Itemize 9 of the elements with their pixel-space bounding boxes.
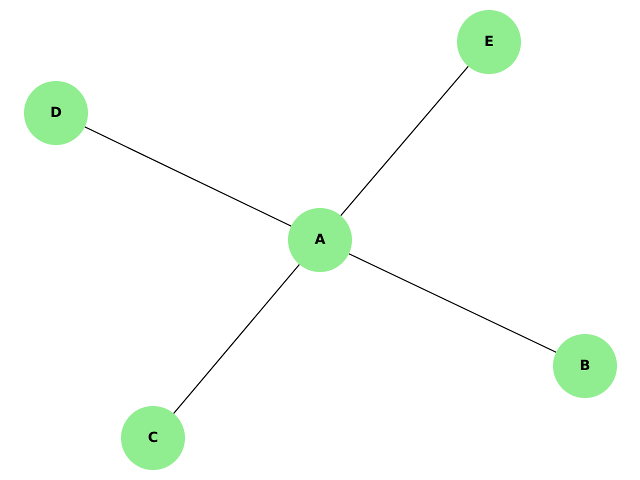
node-circle: E bbox=[457, 10, 521, 74]
node-circle: D bbox=[24, 81, 88, 145]
connector-line bbox=[173, 264, 300, 414]
node-circle: C bbox=[121, 406, 185, 470]
node-circle: A bbox=[288, 208, 352, 272]
connector-line bbox=[340, 66, 469, 216]
node-circle: B bbox=[553, 334, 617, 398]
connector-line bbox=[84, 126, 292, 227]
connector-line bbox=[348, 253, 556, 353]
